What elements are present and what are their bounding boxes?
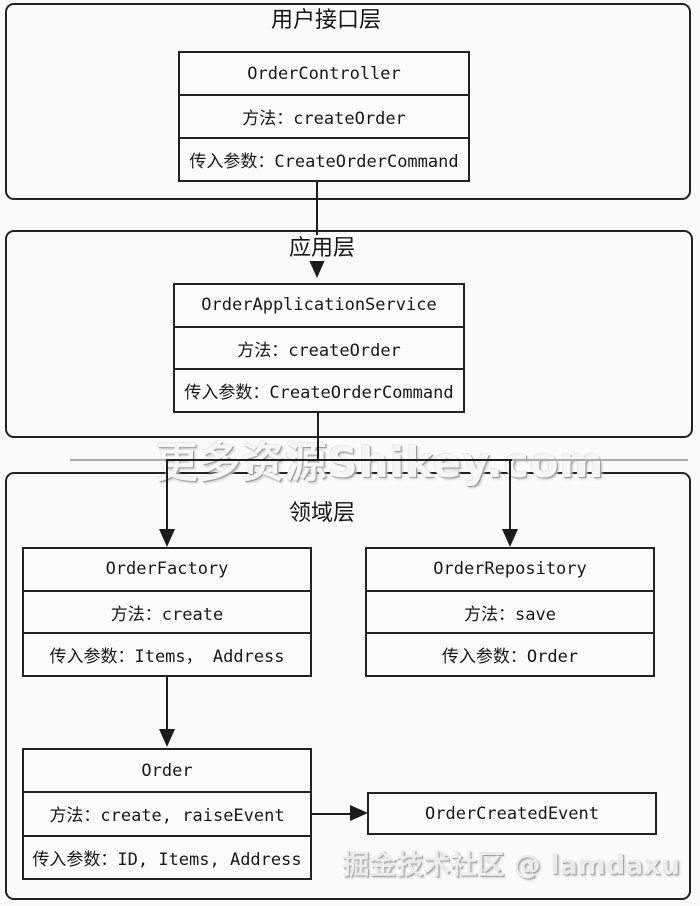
- connector-branch-horizontal-line: [166, 459, 512, 461]
- connector-branch-to-factory-line: [166, 459, 168, 529]
- connector-branch-to-repository-line: [509, 459, 511, 529]
- layer-application-label: 应用层: [283, 235, 361, 262]
- order-application-service-box: OrderApplicationService 方法：createOrder 传…: [173, 283, 465, 413]
- order-repository-title: OrderRepository: [367, 549, 653, 592]
- order-repository-method-row: 方法：save: [367, 592, 653, 635]
- connector-ui-to-app-line: [316, 182, 318, 262]
- layer-domain-label: 领域层: [283, 500, 361, 527]
- arrowhead-to-order-factory: [159, 529, 175, 547]
- order-title: Order: [24, 750, 310, 794]
- order-method-row: 方法：create, raiseEvent: [24, 793, 310, 837]
- order-created-event-box: OrderCreatedEvent: [367, 792, 657, 835]
- arrowhead-to-order-repository: [502, 529, 518, 547]
- layer-user-interface-label: 用户接口层: [265, 7, 387, 34]
- order-controller-box: OrderController 方法：createOrder 传入参数：Crea…: [178, 51, 470, 182]
- order-repository-param-row: 传入参数：Order: [441, 647, 579, 668]
- layer-domain-container: [5, 472, 691, 900]
- layer-application-container: [5, 230, 693, 438]
- connector-order-to-event-line: [312, 813, 350, 815]
- arrowhead-to-order: [159, 729, 175, 747]
- layer-user-interface-container: [5, 3, 691, 200]
- order-controller-param-row: 传入参数：CreateOrderCommand: [189, 152, 459, 172]
- order-param-row: 传入参数：ID, Items, Address: [32, 849, 302, 870]
- order-application-service-param-row: 传入参数：CreateOrderCommand: [184, 383, 454, 404]
- order-factory-box: OrderFactory 方法：create 传入参数：Items， Addre…: [22, 547, 312, 677]
- order-application-service-method-row: 方法：createOrder: [175, 328, 463, 371]
- order-controller-method-row: 方法：createOrder: [180, 96, 468, 139]
- order-box: Order 方法：create, raiseEvent 传入参数：ID, Ite…: [22, 748, 312, 880]
- connector-factory-to-order-line: [166, 677, 168, 729]
- arrowhead-ui-to-app: [309, 260, 325, 278]
- arrowhead-to-order-created-event: [350, 805, 368, 821]
- order-factory-title: OrderFactory: [24, 549, 310, 592]
- order-factory-param-row: 传入参数：Items， Address: [49, 647, 285, 668]
- order-factory-method-row: 方法：create: [24, 592, 310, 635]
- connector-app-to-branch-line: [317, 413, 319, 460]
- order-repository-box: OrderRepository 方法：save 传入参数：Order: [365, 547, 655, 677]
- order-controller-title: OrderController: [180, 53, 468, 96]
- order-created-event-title: OrderCreatedEvent: [425, 803, 599, 824]
- watermark-bottom-right: 掘金技术社区 @ lamdaxu: [342, 850, 680, 881]
- watermark-center: 更多资源Shikey.com: [155, 438, 605, 487]
- order-application-service-title: OrderApplicationService: [175, 285, 463, 328]
